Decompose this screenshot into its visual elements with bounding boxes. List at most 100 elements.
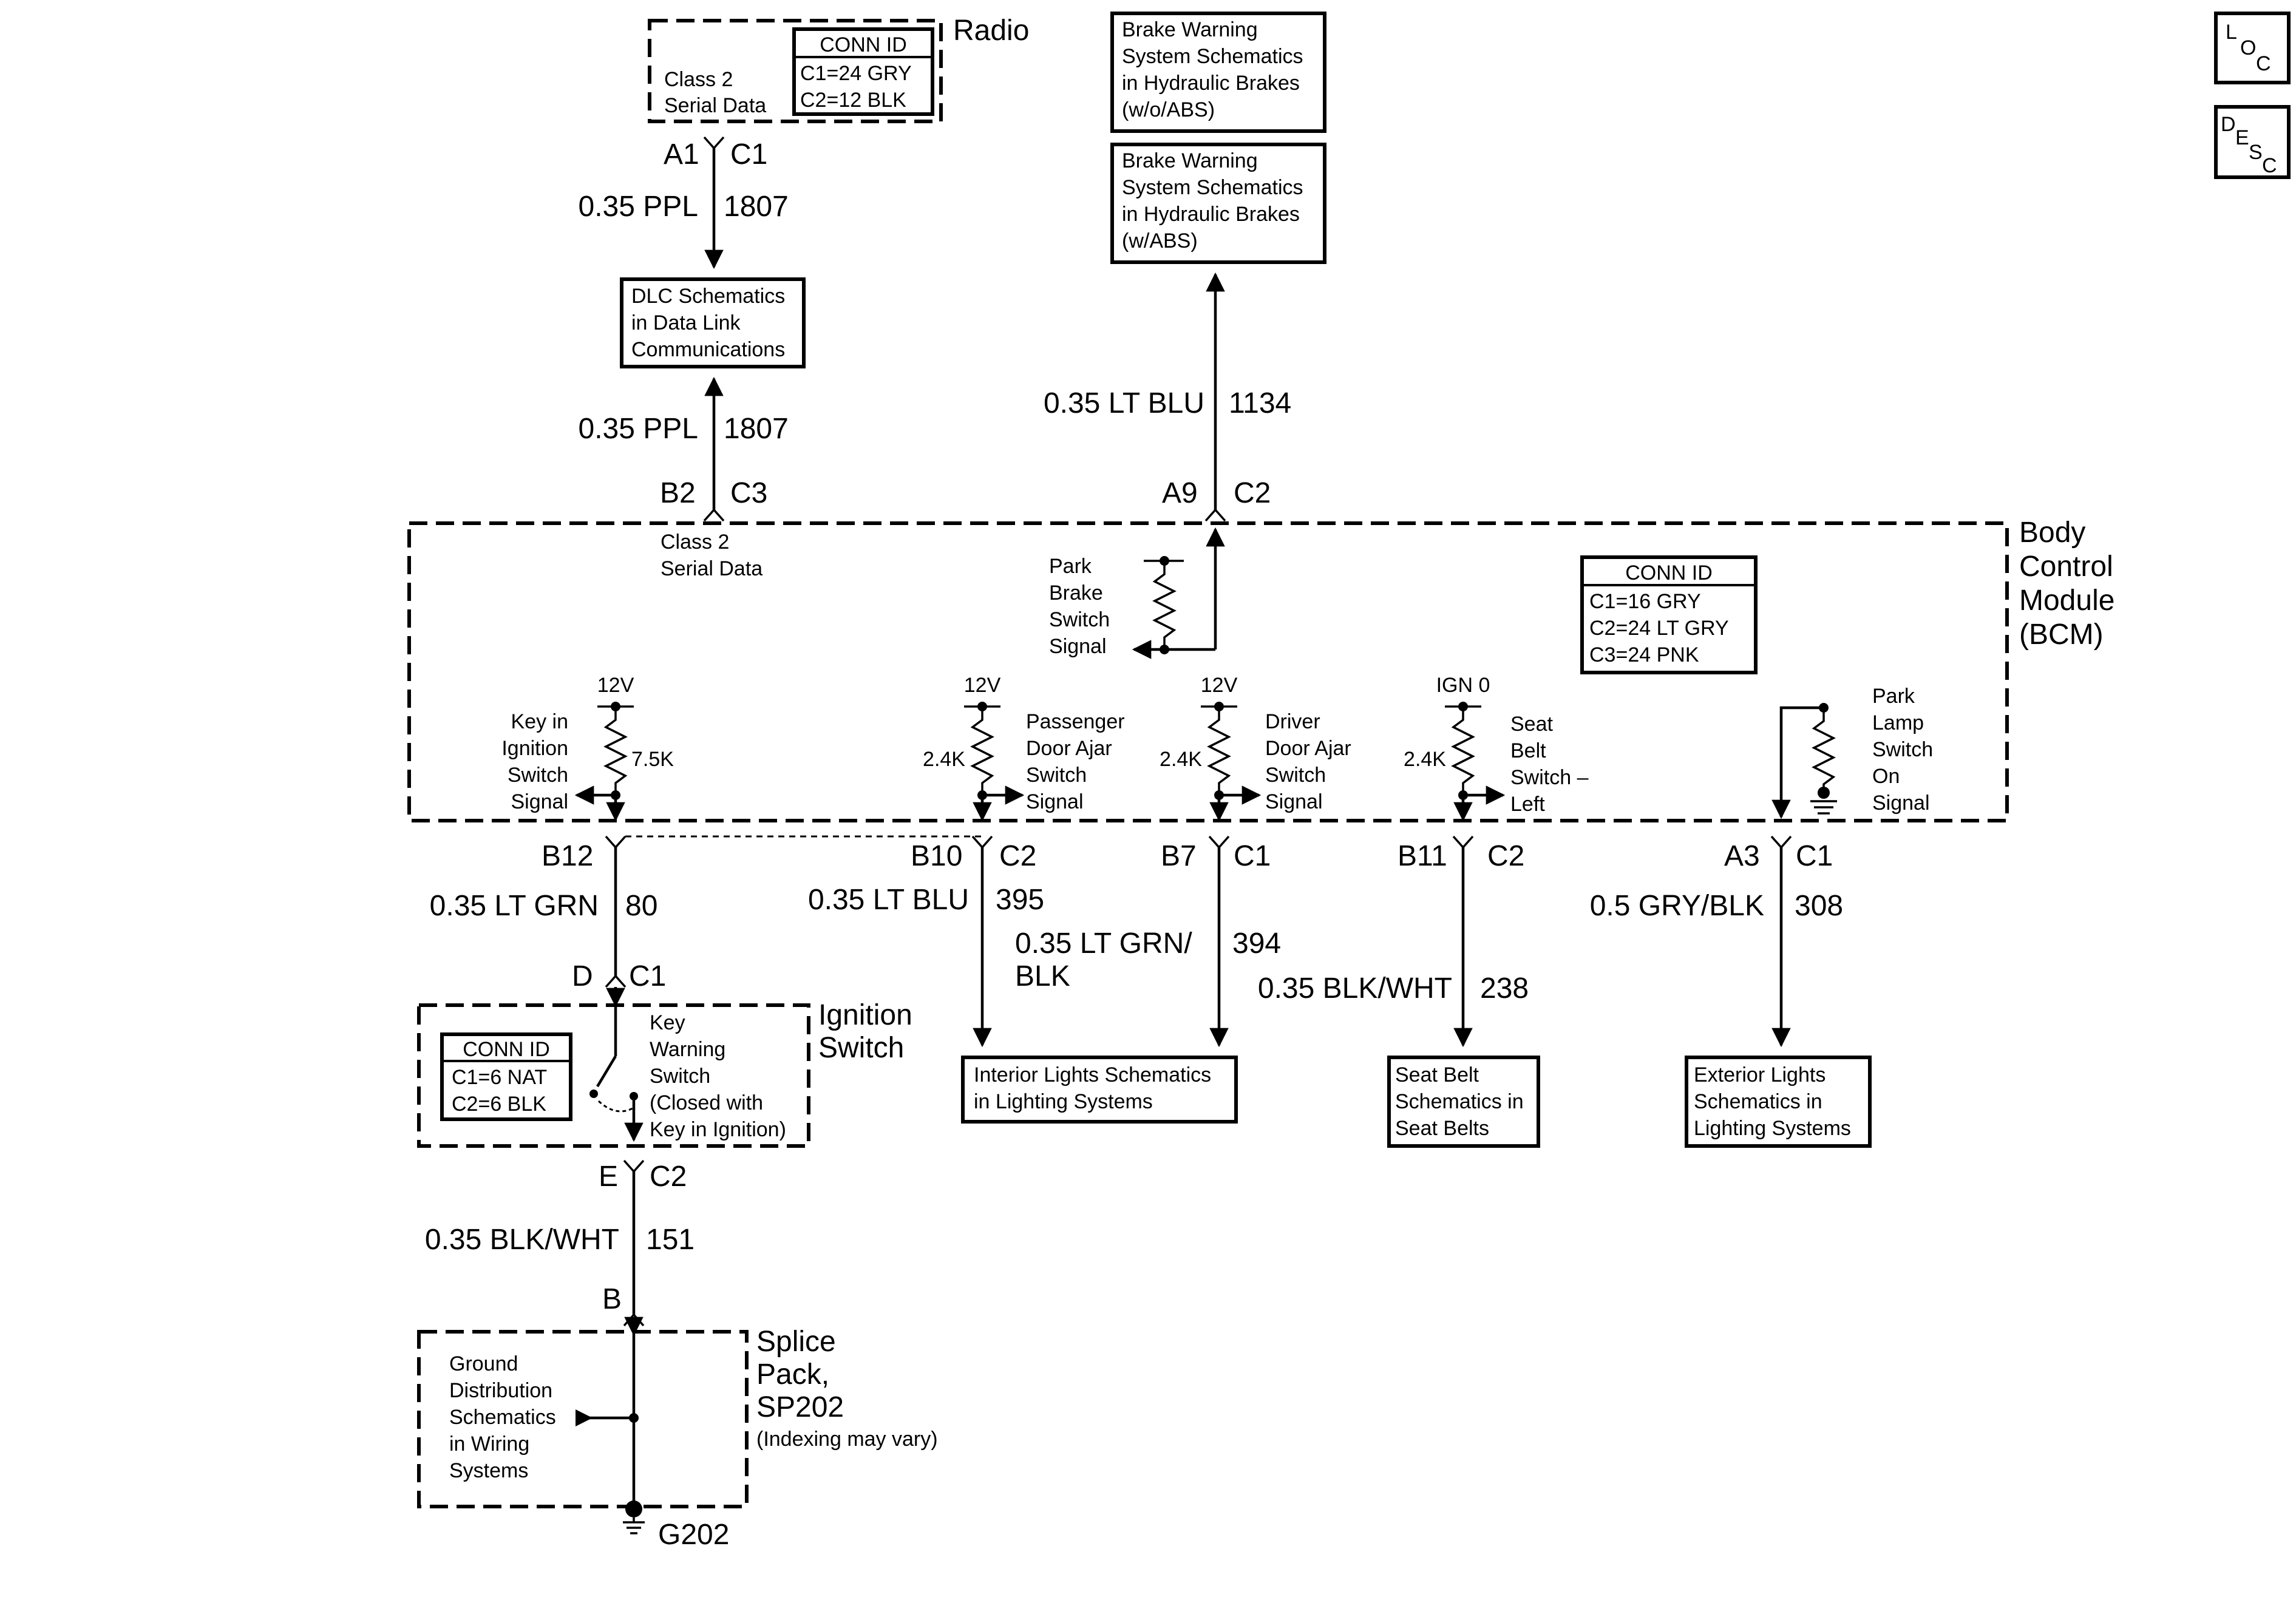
desc-icon-letter: C bbox=[2262, 154, 2277, 177]
bcm-title-line: (BCM) bbox=[2019, 619, 2104, 651]
ground-distribution-link[interactable]: Ground Distribution Schematics in Wiring… bbox=[449, 1352, 556, 1482]
radio-pin: A1 bbox=[664, 138, 699, 171]
interior-line: in Lighting Systems bbox=[974, 1090, 1153, 1113]
park-lamp-label: Lamp bbox=[1872, 711, 1924, 734]
pass-door-label: Signal bbox=[1026, 790, 1084, 813]
loc-icon[interactable]: L O C bbox=[2214, 12, 2291, 84]
interior-line: Interior Lights Schematics bbox=[974, 1063, 1211, 1086]
brake-w-abs-line: System Schematics bbox=[1122, 176, 1303, 199]
wire-1134-circuit: 1134 bbox=[1229, 387, 1291, 419]
key-warning-label: Key in Ignition) bbox=[650, 1118, 786, 1141]
key-in-ign-label: Ignition bbox=[501, 737, 568, 760]
exterior-lights-box[interactable]: Exterior Lights Schematics in Lighting S… bbox=[1685, 1056, 1872, 1148]
dlc-schematics-box[interactable]: DLC Schematics in Data Link Communicatio… bbox=[620, 277, 806, 368]
ground-dist-line: Schematics bbox=[449, 1406, 556, 1429]
radio-signal-line2: Serial Data bbox=[664, 94, 766, 117]
key-in-ignition-circuit: 12V 7.5K Key in Ignition Switch Signal bbox=[501, 674, 674, 822]
radio-component: Radio Class 2 Serial Data CONN ID C1=24 … bbox=[648, 15, 1029, 123]
exterior-line: Schematics in bbox=[1694, 1090, 1822, 1113]
bcm-conn-id-row: C1=16 GRY bbox=[1589, 590, 1701, 613]
ign-top-conn: C1 bbox=[629, 960, 666, 992]
wire-238-gauge: 0.35 BLK/WHT bbox=[1258, 972, 1452, 1005]
wire-1807-top-gauge: 0.35 PPL bbox=[579, 191, 698, 223]
ign-bottom-conn: C2 bbox=[650, 1161, 687, 1193]
drv-door-label: Switch bbox=[1265, 764, 1326, 787]
bcm-boundary bbox=[407, 521, 2009, 822]
ground-dist-line: in Wiring bbox=[449, 1432, 529, 1456]
key-warning-label: Warning bbox=[650, 1038, 725, 1061]
pass-door-label: Passenger bbox=[1026, 710, 1125, 733]
brake-warning-w-abs-box[interactable]: Brake Warning System Schematics in Hydra… bbox=[1110, 143, 1326, 264]
radio-title: Radio bbox=[953, 15, 1029, 47]
bcm-title-line: Body bbox=[2019, 517, 2085, 549]
park-brake-label: Park bbox=[1049, 555, 1092, 578]
key-warning-switch: Key Warning Switch (Closed with Key in I… bbox=[589, 987, 786, 1142]
park-brake-label: Switch bbox=[1049, 608, 1110, 631]
class2-conn: C3 bbox=[730, 477, 767, 509]
drv-door-resistor: 2.4K bbox=[1160, 748, 1202, 771]
seat-belt-label: Belt bbox=[1510, 739, 1546, 762]
a3-conn: C1 bbox=[1796, 840, 1833, 872]
wire-151-circuit: 151 bbox=[646, 1224, 695, 1256]
bcm-title-line: Control bbox=[2019, 551, 2113, 583]
ground-dist-line: Distribution bbox=[449, 1379, 552, 1402]
loc-icon-letter: O bbox=[2240, 36, 2256, 59]
park-lamp-label: Signal bbox=[1872, 792, 1930, 815]
dlc-line: in Data Link bbox=[631, 311, 741, 334]
interior-lights-box[interactable]: Interior Lights Schematics in Lighting S… bbox=[961, 1056, 1238, 1124]
brake-w-abs-line: (w/ABS) bbox=[1122, 229, 1198, 253]
splice-pack-boundary bbox=[417, 1330, 749, 1508]
driver-door-ajar-circuit: 12V 2.4K Driver Door Ajar Switch Signal bbox=[1160, 674, 1351, 822]
b10-conn: C2 bbox=[999, 840, 1036, 872]
desc-icon-letter: E bbox=[2235, 126, 2249, 149]
b10-pin: B10 bbox=[911, 840, 962, 872]
wire-1807-top-circuit: 1807 bbox=[724, 191, 789, 223]
radio-signal-line1: Class 2 bbox=[664, 68, 733, 91]
splice-pin: B bbox=[602, 1283, 622, 1315]
b11-pin: B11 bbox=[1398, 840, 1447, 872]
b7-pin: B7 bbox=[1161, 840, 1197, 872]
key-warning-label: (Closed with bbox=[650, 1091, 763, 1114]
radio-conn: C1 bbox=[730, 138, 767, 171]
park-brake-label: Brake bbox=[1049, 581, 1103, 605]
brake-wo-abs-line: System Schematics bbox=[1122, 45, 1303, 68]
ign-conn-id-row: C1=6 NAT bbox=[452, 1066, 547, 1089]
desc-icon[interactable]: D E S C bbox=[2214, 105, 2291, 179]
park-brake-switch-circuit: Park Brake Switch Signal bbox=[1049, 527, 1225, 659]
seat-belt-supply: IGN 0 bbox=[1436, 674, 1490, 697]
ign-conn-id-table: CONN ID C1=6 NAT C2=6 BLK bbox=[440, 1032, 572, 1121]
park-lamp-label: Park bbox=[1872, 685, 1915, 708]
park-brake-label: Signal bbox=[1049, 635, 1107, 658]
ign-conn-id-row: C2=6 BLK bbox=[452, 1093, 546, 1116]
wire-308-gauge: 0.5 GRY/BLK bbox=[1590, 890, 1764, 922]
wire-80-circuit: 80 bbox=[625, 890, 657, 922]
ign-title-line: Ignition bbox=[818, 999, 912, 1031]
wire-394-gauge: BLK bbox=[1015, 960, 1070, 992]
seat-belt-label: Switch – bbox=[1510, 766, 1589, 789]
splice-title-line: Pack, bbox=[756, 1358, 829, 1391]
brake-wo-abs-line: (w/o/ABS) bbox=[1122, 98, 1215, 121]
wire-394-gauge: 0.35 LT GRN/ bbox=[1015, 927, 1192, 960]
seat-belts-line: Seat Belt bbox=[1395, 1063, 1479, 1086]
drv-door-label: Driver bbox=[1265, 710, 1320, 733]
wire-1807-bottom-circuit: 1807 bbox=[724, 413, 789, 445]
b7-conn: C1 bbox=[1234, 840, 1271, 872]
key-in-ign-label: Switch bbox=[508, 764, 568, 787]
pass-door-label: Switch bbox=[1026, 764, 1087, 787]
wire-80-gauge: 0.35 LT GRN bbox=[430, 890, 599, 922]
pass-door-supply: 12V bbox=[964, 674, 1001, 697]
drv-door-label: Door Ajar bbox=[1265, 737, 1351, 760]
ign-title-line: Switch bbox=[818, 1032, 904, 1064]
radio-conn-id-header: CONN ID bbox=[820, 33, 907, 56]
bcm-conn-id-header: CONN ID bbox=[1625, 561, 1713, 585]
seat-belts-box[interactable]: Seat Belt Schematics in Seat Belts bbox=[1387, 1056, 1540, 1148]
brake-wo-abs-line: Brake Warning bbox=[1122, 18, 1258, 41]
dlc-line: DLC Schematics bbox=[631, 285, 785, 308]
radio-conn-id-row: C2=12 BLK bbox=[800, 89, 906, 112]
park-lamp-label: Switch bbox=[1872, 738, 1933, 761]
ign-bottom-pin: E bbox=[599, 1161, 618, 1193]
bcm-conn-id-row: C2=24 LT GRY bbox=[1589, 617, 1729, 640]
ground-dist-line: Ground bbox=[449, 1352, 518, 1375]
brake-warning-wo-abs-box[interactable]: Brake Warning System Schematics in Hydra… bbox=[1110, 12, 1326, 133]
